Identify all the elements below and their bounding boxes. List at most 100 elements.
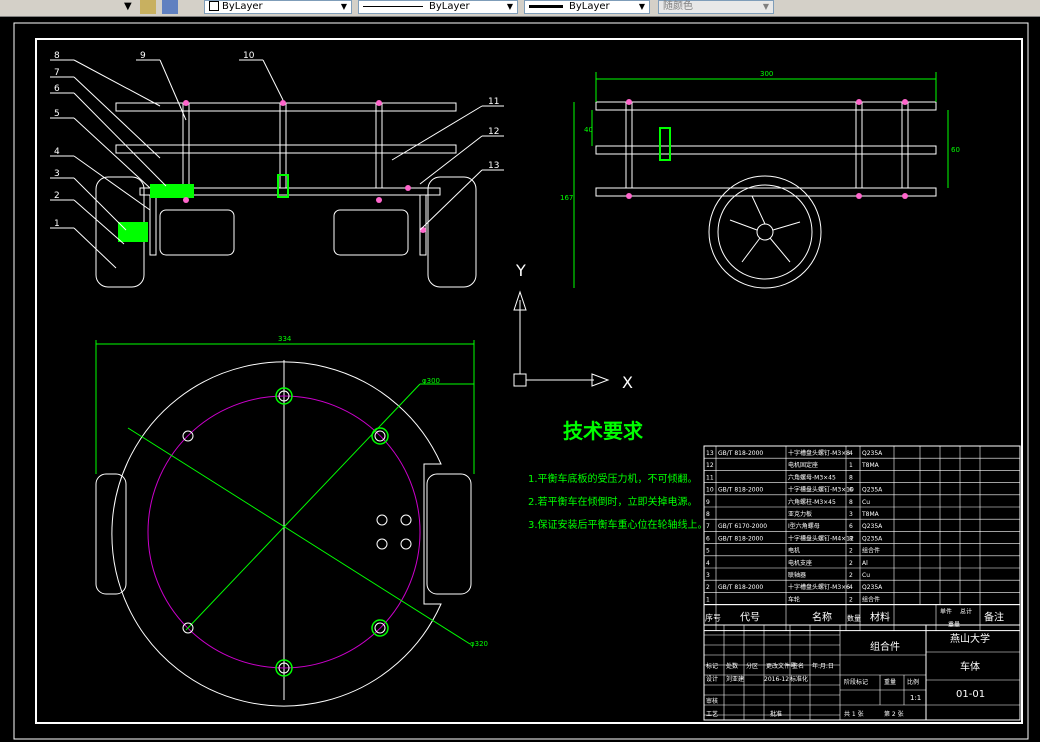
properties-toolbar: ▼ ByLayer ▼ ByLayer ▼ ByLayer ▼ 随颜色 ▼ [0, 0, 1040, 17]
balloon-label: 1 [54, 219, 60, 229]
balloon-leader [73, 92, 167, 187]
bom-cell: 2 [849, 548, 853, 555]
bom-cell: 4 [706, 560, 710, 567]
layer-stack-icon[interactable] [140, 0, 156, 14]
balloon-label: 5 [54, 109, 60, 119]
bom-header-cell: 总计 [960, 608, 972, 616]
bom-cell: GB/T 818-2000 [718, 487, 763, 494]
bom-cell: 5 [706, 548, 710, 555]
bom-cell: 组合件 [862, 547, 880, 555]
tb-text: 共 1 张 [844, 710, 864, 718]
bom-cell: 电机固定座 [788, 461, 818, 469]
tb-text: 重量 [884, 678, 896, 686]
bom-cell: 电机 [788, 547, 800, 555]
balloon-label: 11 [488, 97, 499, 107]
bom-cell: 2 [706, 584, 710, 591]
plan-dims [95, 340, 475, 645]
bom-header-cell: 材料 [870, 611, 890, 624]
bom-cell: 6 [849, 523, 853, 530]
tb-text: 比例 [907, 678, 919, 686]
layer-state-icon[interactable] [162, 0, 178, 14]
chevron-down-icon[interactable]: ▼ [762, 2, 770, 11]
tb-text: 2016-12 [764, 676, 789, 683]
tech-note-1: 1.平衡车底板的受压力机，不可倾翻。 [528, 472, 698, 485]
tb-text: 第 2 张 [884, 710, 904, 718]
dim-plan-width: 334 [278, 335, 292, 343]
tb-assembly: 组合件 [870, 640, 900, 653]
bom-cell: 联轴器 [788, 571, 806, 579]
tb-text: 更改文件号 [766, 662, 796, 670]
ucs-axis-icon [513, 290, 610, 387]
chevron-down-icon[interactable]: ▼ [638, 2, 646, 11]
plotstyle-combo[interactable]: 随颜色 ▼ [658, 0, 774, 14]
outer-frame [13, 22, 1029, 740]
dropdown-arrow-icon[interactable]: ▼ [124, 1, 132, 12]
bom-cell: 亚克力板 [788, 510, 812, 518]
line-preview-icon [529, 4, 563, 8]
dim-side-h3: 167 [560, 194, 573, 202]
bom-cell: Q235A [862, 535, 883, 542]
plan-holes [182, 390, 412, 674]
tb-text: 批准 [770, 710, 782, 718]
balloon-label: 4 [54, 147, 60, 157]
bom-cell: 12 [706, 462, 714, 469]
bom-cell: Q235A [862, 487, 883, 494]
linetype-combo[interactable]: ByLayer ▼ [358, 0, 518, 14]
bom-cell: 13 [706, 450, 714, 457]
tech-note-3: 3.保证安装后平衡车重心位在轮轴线上。 [528, 518, 708, 531]
tb-text: 工艺 [706, 710, 718, 718]
tb-text: 阶段标记 [844, 678, 868, 686]
dim-dia1: φ300 [422, 377, 440, 385]
tb-text: 年.月.日 [812, 662, 834, 670]
tb-scale: 1:1 [910, 694, 921, 702]
bom-cell: 6 [706, 535, 710, 542]
lineweight-combo[interactable]: ByLayer ▼ [524, 0, 650, 14]
bom-header-cell: 数量 [847, 614, 861, 623]
balloon-label: 10 [243, 51, 255, 61]
bom-cell: GB/T 818-2000 [718, 584, 763, 591]
balloon-leader [419, 135, 483, 185]
balloon-label: 13 [488, 161, 499, 171]
balloon-leader [73, 177, 127, 231]
balloon-leader [73, 59, 161, 107]
bom-cell: 3 [849, 511, 853, 518]
inner-frame [35, 38, 1023, 724]
color-combo-value: ByLayer [222, 1, 263, 12]
bom-cell: 电机支座 [788, 559, 812, 567]
title-block: 组合件燕山大学车体01-011:1标记处数分区更改文件号签名年.月.日设计刘亚建… [703, 624, 1021, 721]
bom-cell: 6 [849, 487, 853, 494]
bom-cell: Cu [862, 572, 870, 579]
side-view-highlights [626, 99, 908, 199]
tb-school: 燕山大学 [950, 632, 990, 645]
chevron-down-icon[interactable]: ▼ [506, 2, 514, 11]
bolt-circle [147, 395, 421, 669]
bom-cell: 十字槽盘头螺钉-M3×8 [788, 449, 850, 457]
bom-cell: Al [862, 560, 868, 567]
tb-text: 刘亚建 [726, 675, 744, 683]
bom-cell: T8MA [861, 511, 880, 518]
balloon-leader [391, 105, 483, 161]
bom-cell: 2 [849, 596, 853, 603]
tb-text: 标记 [706, 662, 718, 670]
tb-text: 审核 [706, 697, 718, 705]
tb-text: 标准化 [790, 675, 808, 683]
bom-cell: 车轮 [788, 595, 800, 603]
tb-text: 设计 [706, 675, 718, 683]
bom-cell: Q235A [862, 450, 883, 457]
balloon-leader [73, 76, 161, 159]
front-view-highlights [118, 100, 426, 242]
chevron-down-icon[interactable]: ▼ [340, 2, 348, 11]
plotstyle-combo-value: 随颜色 [663, 1, 693, 12]
balloon-label: 3 [54, 169, 60, 179]
bom-cell: 六角螺母-M3×45 [788, 473, 836, 481]
dim-side-h1: 40 [584, 126, 593, 134]
linetype-combo-value: ByLayer [429, 1, 470, 12]
bom-cell: 10 [706, 487, 714, 494]
bom-cell: 十字槽盘头螺钉-M3×10 [788, 486, 854, 494]
bom-cell: 2 [849, 560, 853, 567]
bom-cell: 8 [706, 511, 710, 518]
color-combo[interactable]: ByLayer ▼ [204, 0, 352, 14]
bom-cell: 十字槽盘头螺钉-M4×12 [788, 534, 854, 542]
